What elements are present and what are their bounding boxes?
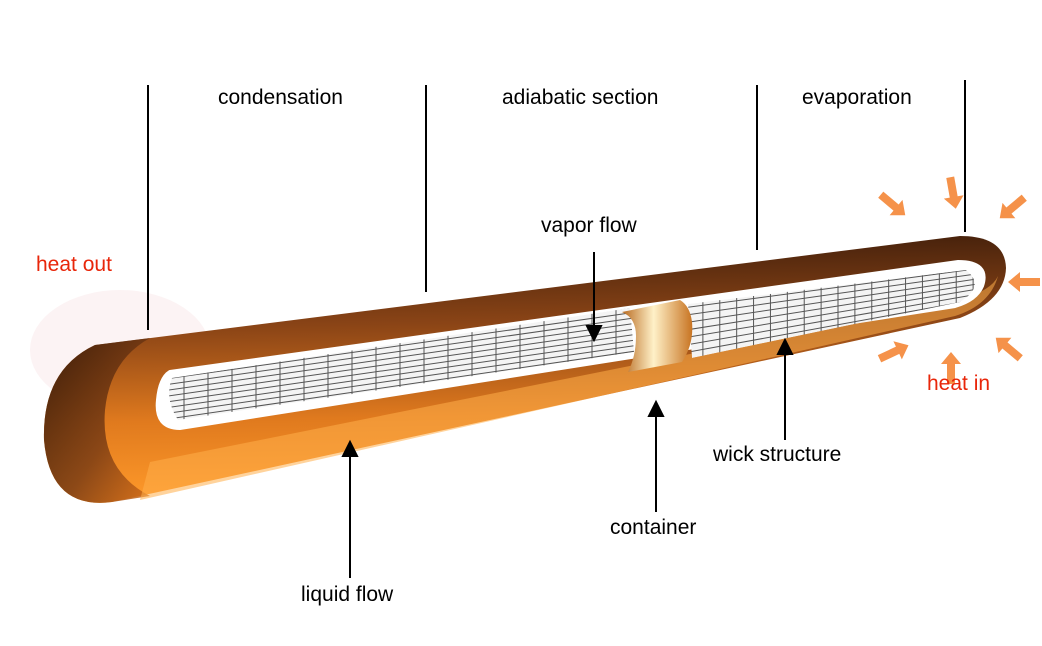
wick-structure-label: wick structure — [713, 443, 842, 466]
pipe-left-cap-shade — [43, 338, 150, 503]
section-label-condensation: condensation — [218, 86, 343, 109]
container-cutaway-sleeve — [622, 300, 693, 372]
wick-mesh-right — [688, 270, 975, 358]
container-label: container — [610, 516, 697, 539]
arrow-up-icon — [776, 337, 794, 355]
liquid-flow-label: liquid flow — [301, 583, 394, 606]
section-label-adiabatic: adiabatic section — [502, 86, 659, 109]
vapor-flow-label: vapor flow — [541, 214, 637, 237]
pointer-arrows — [341, 252, 794, 578]
heat-in-label: heat in — [927, 372, 991, 395]
arrow-icon — [877, 341, 909, 363]
pipe-highlight — [140, 276, 998, 500]
arrow-icon — [878, 191, 906, 216]
arrow-icon — [941, 352, 961, 384]
arrow-icon — [943, 176, 964, 209]
arrow-icon — [1008, 272, 1040, 292]
arrow-down-icon — [585, 325, 603, 343]
heat-out-label: heat out — [36, 253, 112, 276]
heat-in-arrows — [877, 176, 1040, 384]
section-dividers — [147, 80, 966, 330]
arrow-icon — [999, 194, 1027, 219]
section-label-evaporation: evaporation — [802, 86, 912, 109]
arrow-up-icon — [647, 399, 665, 417]
arrow-up-icon — [341, 439, 359, 457]
arrow-icon — [995, 337, 1023, 362]
